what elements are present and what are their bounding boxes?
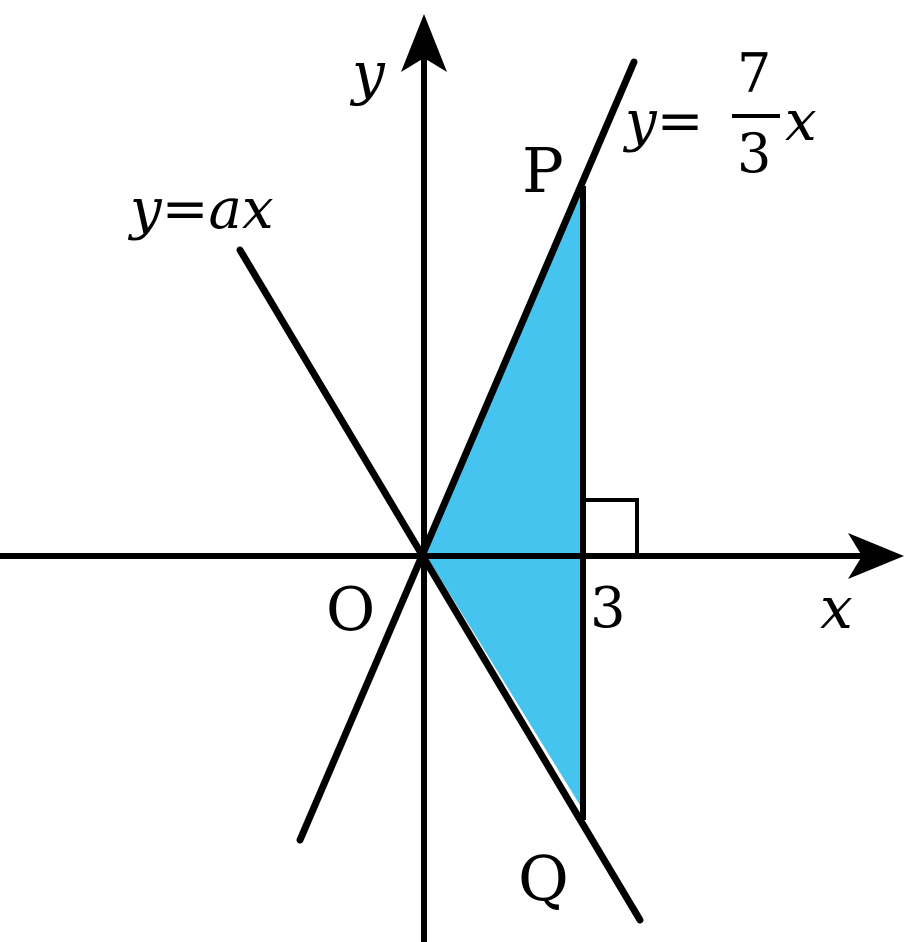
origin-label: O [326,575,375,645]
line-y-7-3-x-label-var: x [785,89,817,154]
line-y-7-3-x [296,58,638,844]
point-q-label: Q [518,842,569,915]
shaded-triangle-opq [424,190,583,810]
y-axis-arrow-icon [401,14,447,72]
right-angle-mark [586,498,639,553]
x-axis-label: x [820,574,853,642]
line-y-ax-label: y=ax [127,177,274,242]
x-axis-arrow-icon [848,533,904,579]
line-y-7-3-x-label-lhs: y= [622,89,704,154]
point-p-label: P [522,134,564,207]
fraction-numerator: 7 [737,42,771,105]
tick-label-3: 3 [590,576,626,641]
line-y-ax [236,246,644,924]
fraction-denominator: 3 [737,122,771,185]
y-axis-label: y [349,39,386,107]
